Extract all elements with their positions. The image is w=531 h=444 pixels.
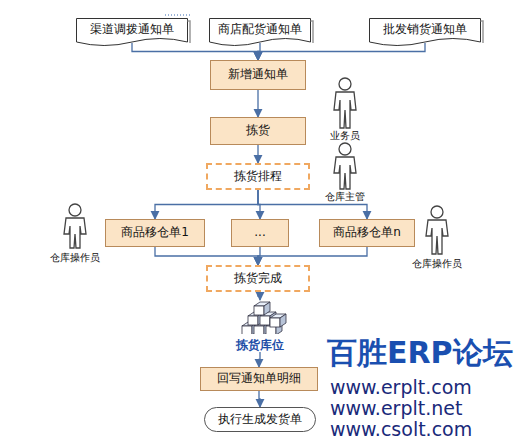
flow-arrow	[257, 145, 258, 163]
flow-arrow	[258, 190, 367, 219]
node-text: 拣货完成	[234, 272, 282, 285]
watermark-url: www.erplt.com	[330, 377, 472, 398]
watermark-url: www.csolt.com	[330, 419, 472, 440]
document-shape: 批发销货通知单	[369, 18, 481, 46]
stacked-boxes-icon	[218, 300, 302, 334]
role-label: 业务员	[330, 130, 360, 141]
node-text: ...	[254, 226, 265, 239]
dashed-process-box: 拣货排程	[206, 163, 310, 190]
node-text: 拣货库位	[236, 339, 284, 352]
node-text: 新增通知单	[228, 68, 288, 81]
person-icon	[64, 204, 86, 248]
watermark-url: www.erplt.net	[330, 398, 462, 419]
node-text: 批发销货通知单	[383, 23, 467, 36]
terminal-shape: 执行生成发货单	[204, 407, 316, 432]
node-text: 回写通知单明细	[217, 372, 301, 385]
flow-arrow	[258, 247, 367, 265]
dashed-process-box: 拣货完成	[206, 265, 310, 292]
process-box: 商品移仓单1	[105, 219, 205, 247]
watermark: 百胜ERP论坛	[327, 336, 513, 369]
role-label: 仓库操作员	[412, 258, 462, 269]
node-text: 商品移仓单1	[121, 226, 189, 239]
process-box: 新增通知单	[210, 60, 306, 90]
process-box: 回写通知单明细	[200, 367, 318, 391]
flow-arrow	[259, 391, 260, 407]
node-text: 商品移仓单n	[333, 226, 401, 239]
flow-arrow	[259, 352, 260, 367]
flow-arrow	[258, 292, 260, 300]
process-box: 拣货	[210, 117, 306, 145]
node-text: 渠道调拨通知单	[90, 23, 174, 36]
node-text: 拣货	[246, 124, 270, 137]
document-shape: 商店配货通知单	[209, 18, 311, 46]
role-label: 仓库主管	[325, 191, 365, 202]
dotted-mark	[165, 15, 192, 16]
person-icon	[334, 78, 356, 128]
storage-icon: 拣货库位	[218, 300, 302, 352]
node-text: 商店配货通知单	[218, 23, 302, 36]
person-icon	[334, 143, 356, 189]
process-box: ...	[231, 219, 289, 247]
process-box: 商品移仓单n	[319, 219, 415, 247]
flow-arrow	[155, 247, 258, 265]
node-text: 拣货排程	[234, 170, 282, 183]
flow-arrow	[155, 190, 258, 219]
person-icon	[426, 206, 448, 254]
role-label: 仓库操作员	[50, 252, 100, 263]
flow-arrow	[257, 90, 258, 117]
node-text: 执行生成发货单	[218, 413, 302, 426]
document-shape: 渠道调拨通知单	[76, 18, 188, 46]
